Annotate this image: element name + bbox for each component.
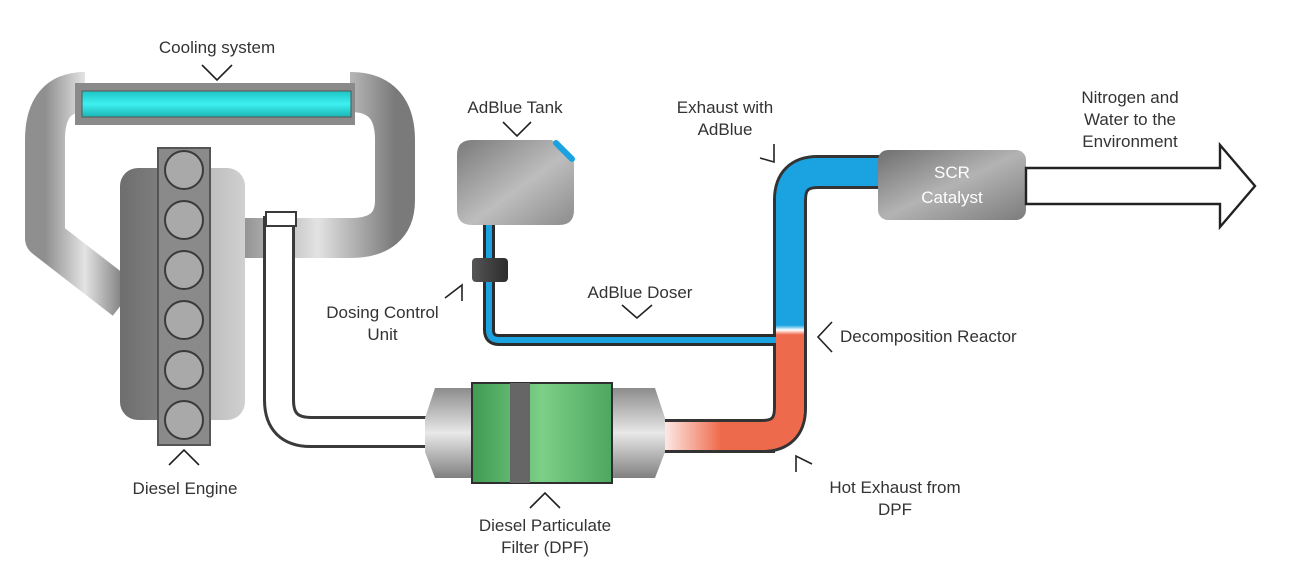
- scr-label-line1: SCR: [934, 163, 970, 182]
- pointer-adblue-tank: [502, 121, 532, 138]
- cylinder-4: [164, 300, 204, 340]
- label-adblue-tank: AdBlue Tank: [467, 98, 563, 117]
- pointer-dosing-control: [444, 283, 463, 301]
- label-dosing-control-unit: Dosing Control Unit: [326, 303, 439, 344]
- scr-catalyst-body: [878, 150, 1026, 220]
- scr-catalyst: SCR Catalyst: [878, 150, 1026, 220]
- adblue-tank-cap: [553, 140, 575, 162]
- label-exhaust-with-adblue: Exhaust with AdBlue: [676, 98, 774, 139]
- pointer-dpf: [529, 491, 561, 509]
- coolant-radiator: [81, 90, 352, 118]
- adblue-line: [472, 225, 776, 346]
- label-nitrogen-water: Nitrogen and Water to the Environment: [1081, 88, 1179, 151]
- output-arrow: [1024, 141, 1257, 231]
- label-dpf: Diesel Particulate Filter (DPF): [478, 516, 612, 557]
- adblue-tank: [457, 140, 575, 225]
- label-diesel-engine: Diesel Engine: [132, 479, 238, 498]
- label-decomposition-reactor: Decomposition Reactor: [840, 327, 1017, 346]
- dosing-control-unit: [472, 258, 508, 282]
- label-hot-exhaust: Hot Exhaust from DPF: [829, 478, 961, 519]
- exhaust-pipe-engine-to-dpf: [263, 211, 435, 448]
- label-cooling-system: Cooling system: [158, 38, 276, 57]
- label-adblue-doser: AdBlue Doser: [587, 283, 693, 302]
- cylinders: [164, 150, 204, 440]
- scr-label-line2: Catalyst: [921, 188, 983, 207]
- dpf-band: [510, 383, 530, 483]
- pointer-diesel-engine: [168, 448, 200, 466]
- pointer-decomposition-reactor: [816, 321, 833, 353]
- diesel-engine: [120, 147, 245, 446]
- pointer-cooling-system: [201, 64, 233, 82]
- cylinder-1: [164, 150, 204, 190]
- cylinder-5: [164, 350, 204, 390]
- cylinder-3: [164, 250, 204, 290]
- cylinder-bank: [157, 147, 211, 446]
- cooling-loop: [25, 72, 415, 316]
- exhaust-pipe-dpf-to-riser: [655, 155, 885, 453]
- cylinder-2: [164, 200, 204, 240]
- cylinder-6: [164, 400, 204, 440]
- pointer-adblue-doser: [621, 304, 653, 320]
- exhaust-outlet: [265, 211, 297, 227]
- pointer-hot-exhaust: [795, 454, 813, 472]
- adblue-tank-body: [457, 140, 574, 225]
- pointer-exhaust-adblue: [759, 144, 775, 164]
- dpf-filter-core: [471, 382, 613, 484]
- dpf: [425, 382, 665, 484]
